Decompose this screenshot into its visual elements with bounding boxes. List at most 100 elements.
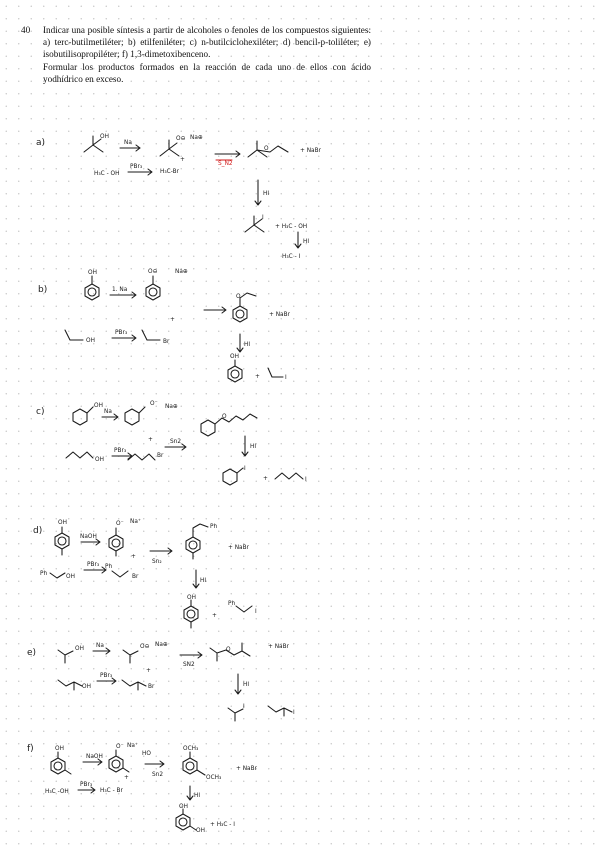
tert-butanol-skeleton bbox=[83, 135, 104, 153]
svg-text:Ph: Ph bbox=[105, 564, 112, 570]
svg-text:O⊖: O⊖ bbox=[148, 269, 158, 275]
svg-text:+: + bbox=[180, 157, 185, 163]
svg-text:OH: OH bbox=[55, 746, 64, 752]
svg-text:HO: HO bbox=[142, 751, 151, 757]
svg-text:O⊖: O⊖ bbox=[176, 136, 186, 142]
svg-text:Na⁺: Na⁺ bbox=[127, 742, 138, 749]
svg-text:I: I bbox=[262, 215, 264, 221]
svg-text:Na⊕: Na⊕ bbox=[155, 642, 168, 648]
svg-text:OH: OH bbox=[94, 403, 103, 409]
part-f-label: f) bbox=[27, 744, 34, 754]
svg-text:+: + bbox=[124, 775, 129, 781]
svg-text:OCH₃: OCH₃ bbox=[183, 746, 199, 752]
svg-text:HI: HI bbox=[200, 578, 206, 584]
svg-text:Sn2: Sn2 bbox=[152, 772, 163, 778]
svg-text:S_N2: S_N2 bbox=[218, 161, 233, 167]
svg-text:PBr₃: PBr₃ bbox=[80, 782, 93, 788]
svg-text:+ NaBr: + NaBr bbox=[228, 545, 250, 551]
svg-text:PBr₃: PBr₃ bbox=[115, 330, 128, 336]
svg-text:H₃C - OH: H₃C - OH bbox=[94, 171, 119, 177]
svg-text:OH: OH bbox=[58, 520, 67, 526]
problem-statement: 40 Indicar una posible síntesis a partir… bbox=[21, 24, 371, 85]
part-c-label: c) bbox=[36, 407, 44, 417]
svg-text:+: + bbox=[170, 317, 175, 323]
svg-text:OH: OH bbox=[187, 595, 196, 601]
problem-paragraph-2: Formular los productos formados en la re… bbox=[43, 62, 371, 84]
tert-butoxide-skeleton bbox=[159, 139, 180, 157]
svg-text:+ NaBr: + NaBr bbox=[268, 644, 290, 650]
part-f: f) OH NaOH O⁻ Na⁺ + Sn2 OCH₃ OCH₃ + NaBr… bbox=[27, 742, 258, 834]
svg-text:O⁻: O⁻ bbox=[116, 521, 124, 527]
part-e-label: e) bbox=[27, 648, 36, 658]
svg-text:I: I bbox=[293, 710, 295, 716]
svg-text:OH: OH bbox=[66, 574, 75, 580]
svg-text:O: O bbox=[222, 414, 227, 420]
svg-text:Na⊕: Na⊕ bbox=[190, 135, 203, 141]
svg-text:Ph: Ph bbox=[40, 571, 47, 577]
svg-text:+: + bbox=[255, 374, 260, 380]
svg-text:I: I bbox=[255, 609, 257, 615]
svg-text:Na: Na bbox=[96, 643, 104, 649]
svg-text:OH: OH bbox=[100, 134, 109, 140]
svg-text:HI: HI bbox=[263, 191, 269, 197]
svg-text:OH: OH bbox=[86, 338, 95, 344]
svg-text:Br: Br bbox=[163, 339, 170, 345]
svg-text:Ph: Ph bbox=[210, 524, 217, 530]
tert-butyl-methyl-ether bbox=[247, 140, 289, 158]
svg-text:HI: HI bbox=[244, 342, 250, 348]
svg-text:NaOH: NaOH bbox=[80, 534, 97, 540]
svg-text:Na⊕: Na⊕ bbox=[165, 404, 178, 410]
svg-text:OH: OH bbox=[82, 684, 91, 690]
svg-text:NaOH: NaOH bbox=[86, 754, 103, 760]
svg-text:PBr₃: PBr₃ bbox=[87, 562, 100, 568]
svg-text:+: + bbox=[146, 668, 151, 674]
svg-text:H₃C - Br: H₃C - Br bbox=[100, 788, 123, 794]
svg-text:+: + bbox=[148, 437, 153, 443]
svg-text:Na⊕: Na⊕ bbox=[175, 269, 188, 275]
part-a-label: a) bbox=[36, 138, 45, 148]
svg-text:SN2: SN2 bbox=[183, 662, 195, 668]
svg-text:+: + bbox=[263, 476, 268, 482]
svg-text:O⊖: O⊖ bbox=[140, 644, 150, 650]
svg-text:I: I bbox=[244, 466, 246, 472]
svg-text:O⁻: O⁻ bbox=[116, 744, 124, 750]
part-d: d) OH NaOH O⁻ Na⁺ + Sn₂ Ph + NaBr Ph OH … bbox=[33, 518, 257, 629]
svg-text:I: I bbox=[243, 704, 245, 710]
svg-text:OH: OH bbox=[88, 270, 97, 276]
part-b: b) OH 1. Na O⊖ Na⊕ + O + NaBr OH PBr₃ Br… bbox=[38, 269, 291, 383]
svg-text:+ NaBr: + NaBr bbox=[269, 312, 291, 318]
svg-text:OH: OH bbox=[230, 354, 239, 360]
svg-text:OCH₃: OCH₃ bbox=[206, 775, 222, 781]
svg-text:PBr₃: PBr₃ bbox=[130, 164, 143, 170]
svg-text:Br: Br bbox=[132, 574, 139, 580]
svg-text:HI: HI bbox=[194, 793, 200, 799]
svg-text:Ph: Ph bbox=[228, 601, 235, 607]
svg-text:Br: Br bbox=[157, 453, 164, 459]
svg-text:HI: HI bbox=[303, 239, 309, 245]
svg-text:PBr₃: PBr₃ bbox=[114, 448, 127, 454]
svg-text:I: I bbox=[285, 375, 287, 381]
svg-text:Na: Na bbox=[104, 409, 112, 415]
svg-text:PBr₃: PBr₃ bbox=[100, 673, 113, 679]
svg-text:OH: OH bbox=[179, 804, 188, 810]
svg-text:O: O bbox=[226, 647, 231, 653]
svg-text:H₃C -OH: H₃C -OH bbox=[45, 789, 69, 795]
svg-text:1. Na: 1. Na bbox=[112, 287, 128, 293]
svg-text:HI: HI bbox=[250, 444, 256, 450]
svg-text:O: O bbox=[264, 146, 269, 152]
problem-number: 40 bbox=[21, 25, 31, 35]
svg-text:Sn₂: Sn₂ bbox=[152, 559, 162, 565]
svg-text:Sn2: Sn2 bbox=[170, 439, 181, 445]
svg-text:+ H₃C - I: + H₃C - I bbox=[210, 822, 235, 828]
problem-paragraph-1: Indicar una posible síntesis a partir de… bbox=[43, 25, 371, 59]
svg-text:OH: OH bbox=[196, 828, 205, 834]
svg-text:I: I bbox=[305, 477, 307, 483]
svg-text:+ NaBr: + NaBr bbox=[236, 766, 258, 772]
svg-text:+: + bbox=[212, 613, 217, 619]
svg-text:HI: HI bbox=[243, 682, 249, 688]
svg-text:Br: Br bbox=[148, 684, 155, 690]
svg-text:OH: OH bbox=[75, 646, 84, 652]
svg-text:OH: OH bbox=[95, 457, 104, 463]
svg-text:O⁻: O⁻ bbox=[150, 401, 158, 407]
